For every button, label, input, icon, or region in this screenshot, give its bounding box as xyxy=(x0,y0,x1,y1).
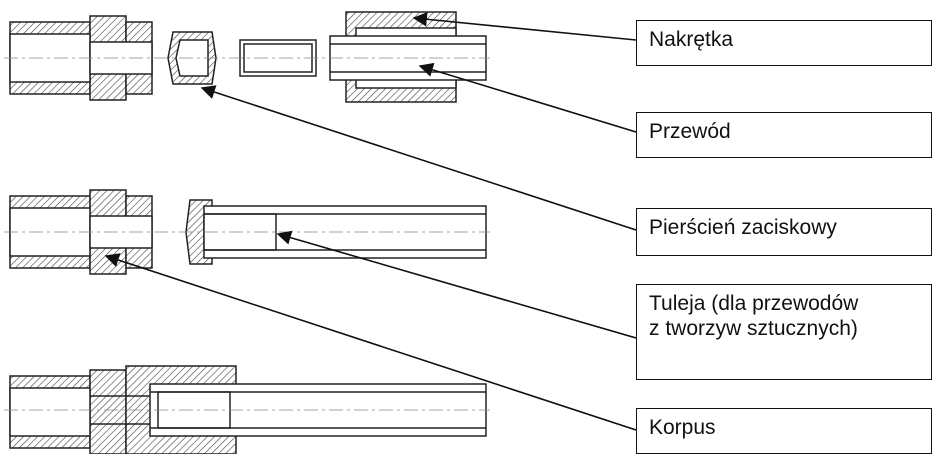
label-nut: Nakrętka xyxy=(636,20,932,66)
label-tube-text: Przewód xyxy=(649,120,731,143)
row-assembled xyxy=(4,365,490,455)
leader-lines xyxy=(104,12,637,431)
label-body: Korpus xyxy=(636,408,932,454)
body-part-bottom xyxy=(9,369,127,455)
label-insert-text-2: z tworzyw sztucznych) xyxy=(649,317,858,340)
label-ferrule: Pierścień zaciskowy xyxy=(636,208,932,256)
leader-ferrule xyxy=(200,85,637,231)
leader-insert xyxy=(276,230,637,339)
leader-nut xyxy=(412,12,637,41)
label-insert-text-1: Tuleja (dla przewodów xyxy=(649,292,859,315)
row-exploded xyxy=(4,11,490,103)
label-insert: Tuleja (dla przewodów z tworzyw sztuczny… xyxy=(636,284,932,380)
leader-body xyxy=(104,253,637,431)
label-tube: Przewód xyxy=(636,112,932,158)
nut-part-top xyxy=(329,11,487,103)
label-nut-text: Nakrętka xyxy=(649,28,734,51)
label-body-text: Korpus xyxy=(649,416,716,439)
label-ferrule-text: Pierścień zaciskowy xyxy=(649,216,837,239)
leader-tube xyxy=(418,62,637,133)
row-partial xyxy=(4,189,490,275)
